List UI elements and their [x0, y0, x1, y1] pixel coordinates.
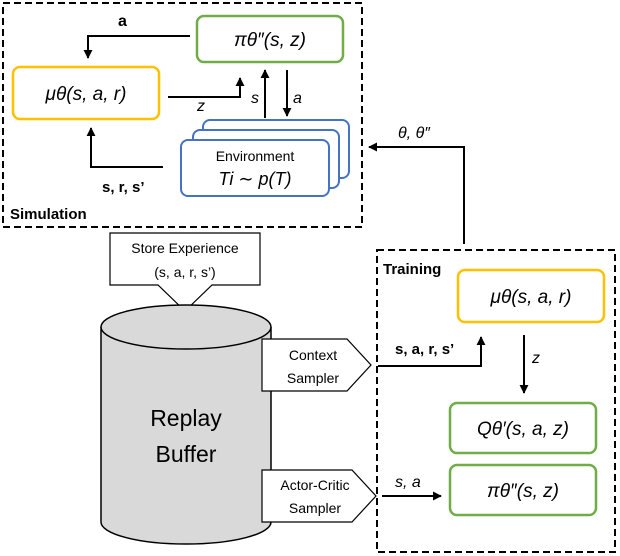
replay-buffer-cylinder — [100, 327, 272, 545]
simulation-label: Simulation — [10, 206, 87, 223]
arrow-label-a: a — [118, 13, 127, 30]
q-function-label: Qθ′(s, a, z) — [477, 419, 569, 440]
store-experience-tuple: (s, a, r, s’) — [154, 264, 215, 280]
sim-encoder-label: μθ(s, a, r) — [45, 84, 127, 105]
environment-title: Environment — [216, 148, 295, 164]
arrow-label-train-z: z — [531, 350, 540, 367]
context-sampler-output: s, a, r, s’ — [395, 341, 454, 358]
context-sampler-callout — [261, 338, 372, 392]
simulation-panel — [2, 2, 363, 228]
params-label: θ, θ″ — [398, 125, 431, 142]
train-encoder-label: μθ(s, a, r) — [490, 287, 572, 308]
replay-buffer-label-line2: Buffer — [156, 441, 217, 467]
actor-critic-sampler-output: s, a — [395, 474, 421, 491]
environment-formula: Ti ∼ p(T) — [219, 169, 292, 189]
arrow-context-to-encoder — [378, 336, 486, 367]
arrow-encoder-to-policy — [168, 77, 245, 98]
sim-policy-box — [195, 14, 345, 64]
q-function-box — [448, 401, 598, 455]
arrow-label-z: z — [196, 98, 205, 115]
sim-encoder-box — [11, 65, 161, 121]
train-policy-box — [448, 463, 598, 517]
arrow-label-sample: s, r, s’ — [102, 179, 145, 196]
arrow-env-to-encoder — [86, 127, 163, 168]
arrow-policy-to-encoder — [83, 35, 190, 59]
train-encoder-box — [456, 268, 606, 324]
arrow-label-a2: a — [293, 90, 302, 107]
store-experience-callout — [109, 232, 261, 312]
actor-critic-sampler-callout — [261, 469, 377, 523]
replay-buffer-top — [100, 304, 272, 350]
context-sampler-line1: Context — [289, 347, 337, 363]
context-sampler-line2: Sampler — [287, 370, 339, 386]
arrow-params-to-simulation — [368, 142, 465, 244]
training-label: Training — [383, 261, 441, 278]
training-panel — [376, 249, 616, 553]
environment-box — [180, 139, 330, 197]
actor-critic-sampler-line1: Actor-Critic — [280, 477, 349, 493]
train-policy-label: πθ″(s, z) — [487, 481, 559, 502]
arrow-label-s: s — [251, 90, 259, 107]
replay-buffer-label-line1: Replay — [150, 405, 222, 431]
actor-critic-sampler-line2: Sampler — [289, 500, 341, 516]
sim-policy-label: πθ″(s, z) — [234, 30, 306, 51]
store-experience-title: Store Experience — [131, 240, 239, 256]
